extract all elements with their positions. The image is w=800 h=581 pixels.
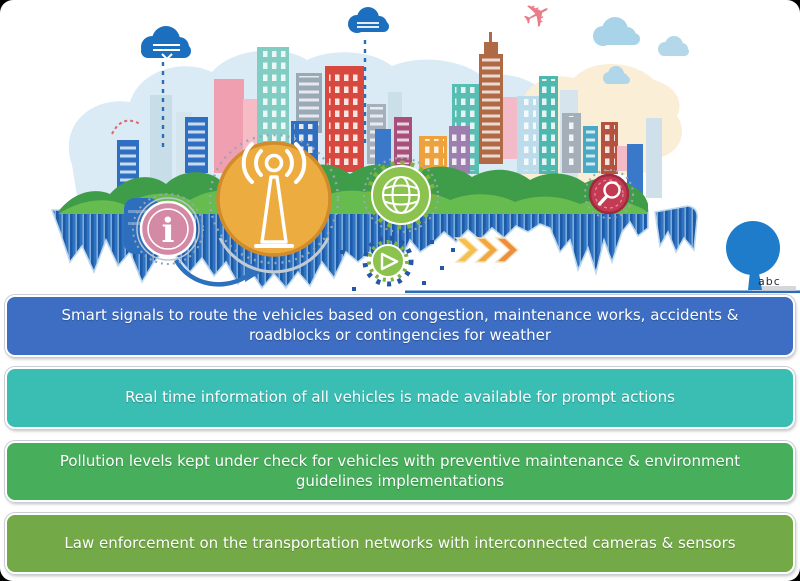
banner-smart-signals: Smart signals to route the vehicles base… <box>5 295 795 357</box>
cloud-icon <box>593 17 689 84</box>
smart-city-illustration: i <box>50 0 800 294</box>
play-gear-icon <box>362 235 414 287</box>
chevron-arrows-icon <box>454 237 520 263</box>
banner-text: Smart signals to route the vehicles base… <box>61 306 739 344</box>
watermark-text: abc <box>758 275 781 288</box>
banner-text: Law enforcement on the transportation ne… <box>64 533 736 552</box>
cloud-download-icon <box>141 26 191 61</box>
info-icon: i <box>132 193 204 265</box>
green-hills <box>58 164 648 214</box>
banner-real-time-info: Real time information of all vehicles is… <box>5 367 795 429</box>
divider-line <box>405 290 800 294</box>
tree-icon <box>726 221 796 291</box>
banner-pollution-levels: Pollution levels kept under check for ve… <box>5 441 795 502</box>
circuit-dots <box>340 240 455 291</box>
search-icon <box>584 169 634 219</box>
city-scene: i <box>50 0 800 294</box>
banner-text: Real time information of all vehicles is… <box>125 388 675 407</box>
globe-gear-icon <box>363 157 439 233</box>
banner-text: Pollution levels kept under check for ve… <box>59 451 741 490</box>
svg-text:i: i <box>162 211 175 251</box>
banner-law-enforcement: Law enforcement on the transportation ne… <box>5 513 795 574</box>
cloud-upload-icon <box>348 7 389 33</box>
connector-lines <box>111 40 367 148</box>
broadcast-tower-icon <box>208 133 340 274</box>
